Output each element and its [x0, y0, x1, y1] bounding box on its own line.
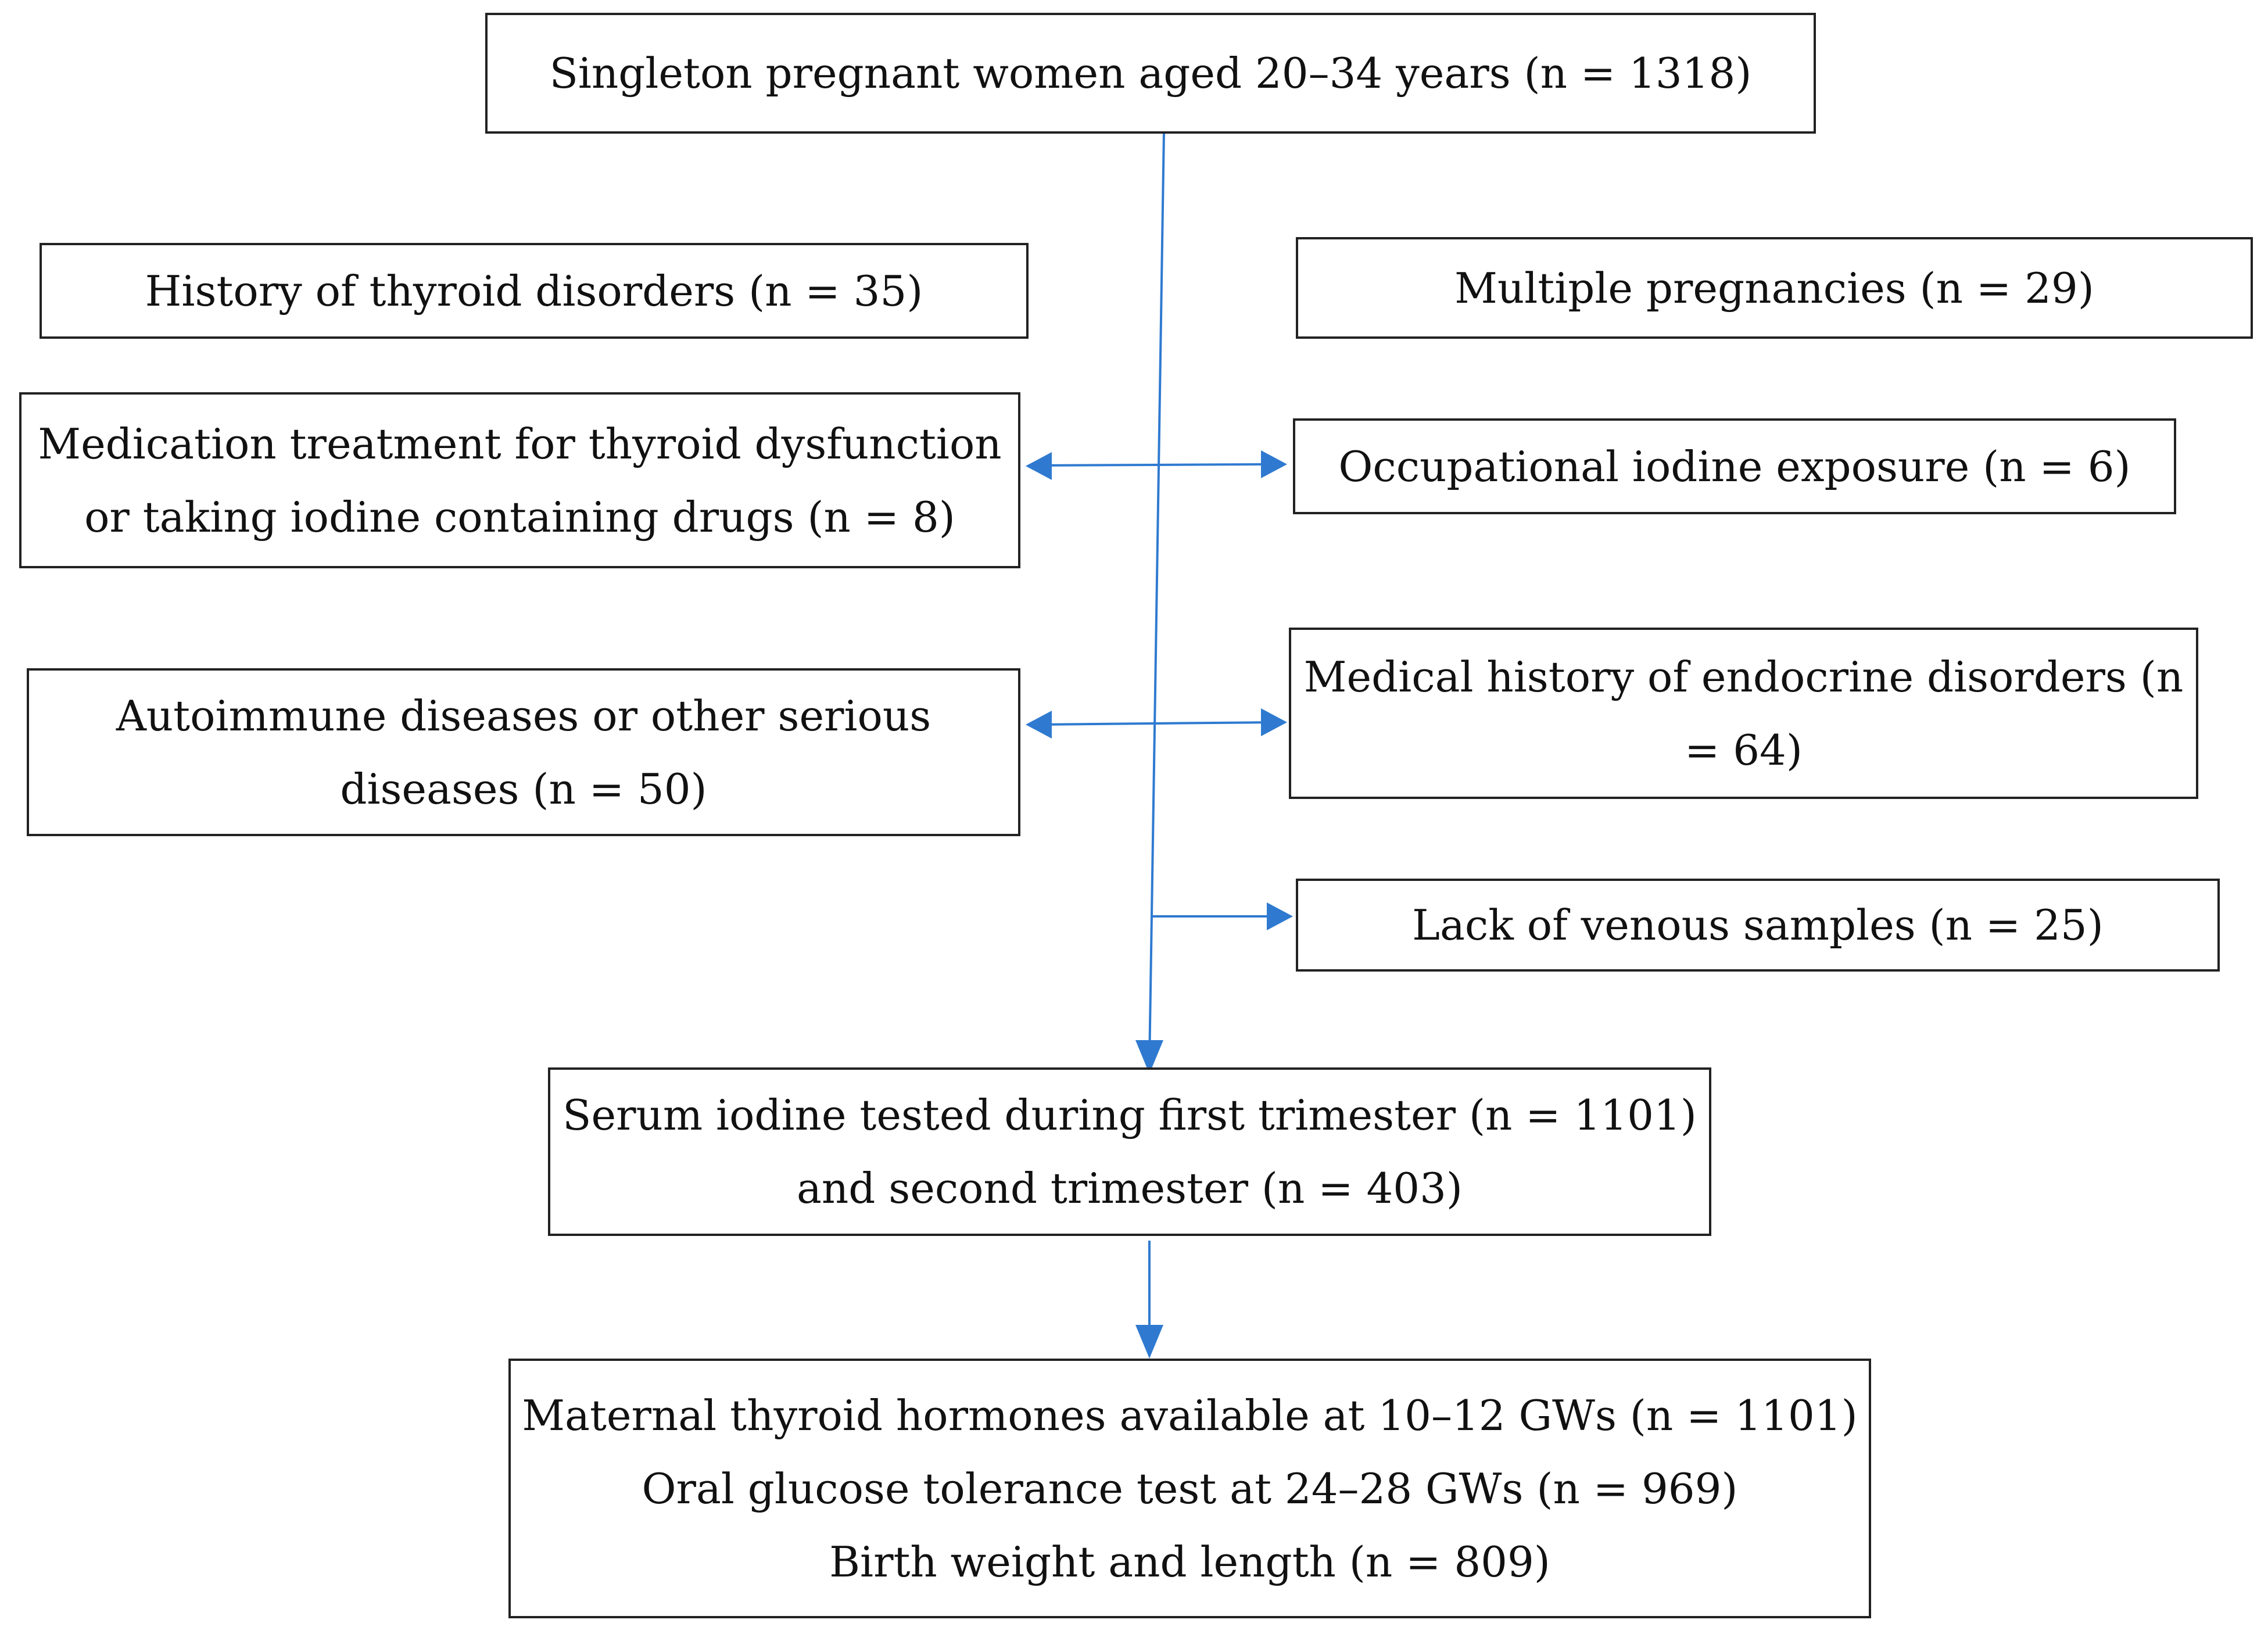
exclusion-box-text: Medical history of endocrine disorders (… [1303, 652, 2184, 701]
exclusion-box-text: Lack of venous samples (n = 25) [1412, 901, 2104, 949]
exclusion-box-text: Autoimmune diseases or other serious [116, 691, 931, 740]
exclusion-box-occupational-iodine: Occupational iodine exposure (n = 6) [1293, 418, 2176, 514]
second-flow-arrowhead [1135, 1325, 1163, 1359]
tested-box: Serum iodine tested during first trimest… [548, 1067, 1711, 1236]
exclusion-box-text: History of thyroid disorders (n = 35) [145, 266, 923, 316]
exclusion-box-thyroid-history: History of thyroid disorders (n = 35) [40, 243, 1029, 339]
outcomes-box-text: Birth weight and length (n = 809) [829, 1537, 1550, 1586]
outcomes-box: Maternal thyroid hormones available at 1… [508, 1359, 1871, 1618]
arrowhead-left-autoimmune [1026, 711, 1052, 739]
start-box-label: Singleton pregnant women aged 20–34 year… [549, 49, 1752, 98]
exclusion-box-text: = 64) [1685, 725, 1803, 775]
exclusion-box-endocrine: Medical history of endocrine disorders (… [1289, 628, 2198, 799]
exclusion-box-autoimmune: Autoimmune diseases or other serious dis… [27, 668, 1020, 836]
main-flow-arrowhead [1135, 1040, 1163, 1074]
outcomes-box-text: Oral glucose tolerance test at 24–28 GWs… [642, 1464, 1738, 1513]
exclusion-box-multiple-pregnancies: Multiple pregnancies (n = 29) [1296, 237, 2253, 339]
exclusion-box-medication: Medication treatment for thyroid dysfunc… [19, 392, 1020, 568]
exclusion-box-text: Medication treatment for thyroid dysfunc… [38, 419, 1002, 468]
start-box: Singleton pregnant women aged 20–34 year… [485, 13, 1816, 134]
branch-line-left-autoimmune [1037, 722, 1154, 726]
outcomes-box-text: Maternal thyroid hormones available at 1… [522, 1391, 1858, 1440]
exclusion-box-text: or taking iodine containing drugs (n = 8… [84, 492, 955, 542]
branch-line-right-occupational [1156, 463, 1276, 466]
tested-box-text: Serum iodine tested during first trimest… [562, 1091, 1697, 1140]
exclusion-box-text: Occupational iodine exposure (n = 6) [1338, 442, 2131, 491]
tested-box-text: and second trimester (n = 403) [797, 1164, 1463, 1213]
main-flow-line [1148, 132, 1165, 1064]
arrowhead-right-endocrine [1261, 708, 1287, 736]
arrowhead-left-medication [1026, 452, 1052, 480]
exclusion-box-text: diseases (n = 50) [340, 764, 707, 814]
branch-line-right-endocrine [1153, 721, 1276, 725]
exclusion-box-text: Multiple pregnancies (n = 29) [1454, 263, 2094, 313]
arrowhead-right-venous [1267, 902, 1293, 930]
arrowhead-right-occupational [1261, 450, 1287, 478]
exclusion-box-venous-samples: Lack of venous samples (n = 25) [1296, 879, 2220, 972]
